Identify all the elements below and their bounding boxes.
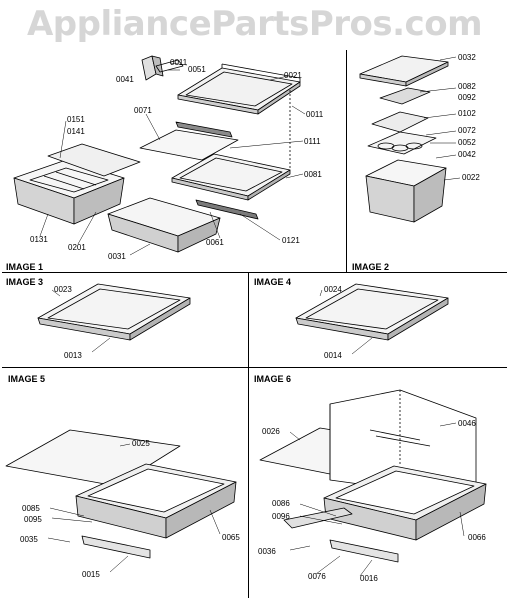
panel-label-image5: IMAGE 5 <box>8 374 46 384</box>
part-0051: 0051 <box>188 65 206 74</box>
middle-shelf-drawing <box>172 90 290 200</box>
part-0071: 0071 <box>134 106 152 115</box>
part-0023: 0023 <box>54 285 72 294</box>
part-0061: 0061 <box>206 238 224 247</box>
part-0042: 0042 <box>458 150 476 159</box>
part-0035: 0035 <box>20 535 38 544</box>
panel-label-image6: IMAGE 6 <box>254 374 292 384</box>
part-0092: 0092 <box>458 93 476 102</box>
part-0011-shelf: 0011 <box>306 110 324 119</box>
part-0036: 0036 <box>258 547 276 556</box>
part-0096: 0096 <box>272 512 290 521</box>
part-0026: 0026 <box>262 427 280 436</box>
divider-vertical-bottom <box>248 272 249 598</box>
bracket-drawing <box>142 56 183 80</box>
part-0011-bracket: 0011 <box>170 58 188 67</box>
part-0022: 0022 <box>462 173 480 182</box>
part-0102: 0102 <box>458 109 476 118</box>
ice-bin-assembly-drawing <box>360 56 448 222</box>
part-0082: 0082 <box>458 82 476 91</box>
panel-label-image3: IMAGE 3 <box>6 277 44 287</box>
shelf-image3-drawing <box>38 284 190 340</box>
part-0015: 0015 <box>82 570 100 579</box>
part-0121: 0121 <box>282 236 300 245</box>
part-0086: 0086 <box>272 499 290 508</box>
part-0076: 0076 <box>308 572 326 581</box>
divider-horizontal-1 <box>2 272 507 273</box>
part-0111: 0111 <box>304 137 321 146</box>
part-0065: 0065 <box>222 533 240 542</box>
glass-panel-drawing <box>140 130 238 160</box>
part-0066: 0066 <box>468 533 486 542</box>
panel-label-image2: IMAGE 2 <box>352 262 390 272</box>
drawer-assembly-image5-drawing <box>6 430 236 558</box>
part-0085: 0085 <box>22 504 40 513</box>
part-0021: 0021 <box>284 71 302 80</box>
pan-drawing <box>108 198 220 252</box>
panel-label-image4: IMAGE 4 <box>254 277 292 287</box>
panel-label-image1: IMAGE 1 <box>6 262 44 272</box>
part-0016: 0016 <box>360 574 378 583</box>
part-0031: 0031 <box>108 252 126 261</box>
part-0041: 0041 <box>116 75 134 84</box>
part-0013: 0013 <box>64 351 82 360</box>
drawer-assembly-image6-drawing <box>260 390 486 562</box>
divider-horizontal-2 <box>2 367 507 368</box>
part-0014: 0014 <box>324 351 342 360</box>
part-0024: 0024 <box>324 285 342 294</box>
rail-drawing <box>176 122 232 137</box>
divider-vertical-top <box>346 50 347 272</box>
bottom-rail-drawing <box>196 200 258 219</box>
upper-shelf-drawing <box>178 64 300 114</box>
part-0201: 0201 <box>68 243 86 252</box>
shelf-image4-drawing <box>296 284 448 340</box>
part-0025: 0025 <box>132 439 150 448</box>
part-0072: 0072 <box>458 126 476 135</box>
part-0052: 0052 <box>458 138 476 147</box>
part-0081: 0081 <box>304 170 322 179</box>
part-0032: 0032 <box>458 53 476 62</box>
part-0131: 0131 <box>30 235 48 244</box>
part-0141: 0141 <box>67 127 85 136</box>
part-0151: 0151 <box>67 115 85 124</box>
part-0095: 0095 <box>24 515 42 524</box>
part-0046: 0046 <box>458 419 476 428</box>
crisper-cover-drawing <box>48 144 140 176</box>
